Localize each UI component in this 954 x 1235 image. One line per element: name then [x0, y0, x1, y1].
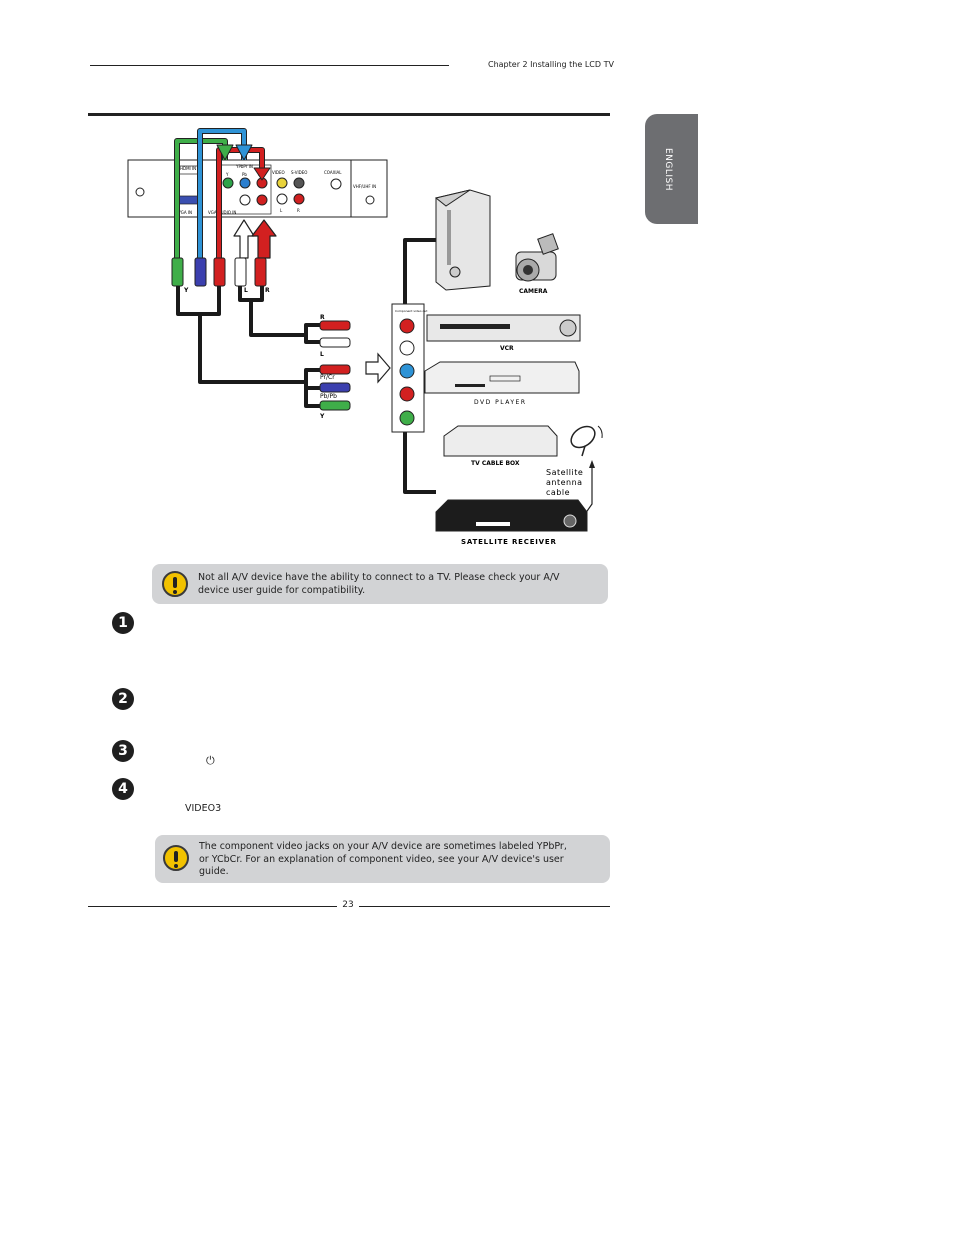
step4-video3-text: VIDEO3: [185, 803, 222, 814]
game-console-icon: [434, 189, 491, 291]
note2-line3: guide.: [199, 866, 229, 877]
vhf-label: VHF/UHF IN: [353, 184, 376, 189]
jack-y: [222, 177, 234, 189]
cable-pr-label: Pr/Cr: [320, 374, 335, 381]
video-label: VIDEO: [272, 170, 285, 175]
note1-line2: device user guide for compatibility.: [198, 584, 366, 596]
plug-l-label: L: [244, 287, 248, 294]
step-2-marker: 2: [112, 688, 134, 710]
l2-label: L: [280, 208, 283, 213]
antenna-label-2: antenna: [546, 478, 583, 487]
cable-box-icon: TV CABLE BOX: [443, 425, 558, 467]
note-box-compatibility: Not all A/V device have the ability to c…: [152, 564, 608, 604]
jack-antenna: [365, 195, 375, 205]
into-device-arrow: [365, 352, 391, 384]
cable-bundles: [176, 238, 436, 494]
vga-audio-label: VGA AUDIO IN: [208, 210, 236, 215]
antenna-label-3: cable: [546, 488, 570, 497]
hdmi-label: HDMI IN: [180, 166, 196, 171]
ypbpr-label: YPbPr IN: [235, 164, 253, 169]
jack-audio-r: [256, 194, 268, 206]
language-tab: ENGLISH: [645, 114, 698, 224]
note1-line1: Not all A/V device have the ability to c…: [198, 572, 560, 583]
cable-pb-label: Pb/Pb: [320, 393, 337, 400]
exclamation-icon: [163, 845, 189, 871]
exclamation-icon: [162, 571, 188, 597]
dvd-player-icon: DVD PLAYER: [424, 361, 580, 406]
vga-label: VGA IN: [178, 210, 192, 215]
vcr-label: VCR: [500, 345, 514, 352]
r2-label: R: [297, 208, 300, 213]
language-tab-label: ENGLISH: [663, 148, 673, 192]
power-icon: ⏻: [206, 754, 215, 767]
jack-video: [276, 177, 288, 189]
step-4-marker: 4: [112, 778, 134, 800]
rca-plugs-device-side: R L Pr/Cr Pb/Pb Y: [319, 314, 351, 420]
coaxial-label: COAXIAL: [324, 170, 342, 175]
step-3-marker: 3: [112, 740, 134, 762]
step-1-marker: 1: [112, 612, 134, 634]
header-rule-thick: [88, 113, 610, 116]
header-rule-short: [90, 65, 449, 66]
vcr-icon: VCR: [426, 314, 581, 352]
chapter-title: Chapter 2 Installing the LCD TV: [488, 60, 614, 69]
cable-r-label: R: [320, 314, 325, 321]
svideo-label: S-VIDEO: [291, 170, 307, 175]
cable-y-label: Y: [319, 413, 325, 420]
connection-diagram: HDMI IN VGA IN YPbPr IN Y Pb Pr VGA AUDI…: [127, 128, 603, 546]
note2-line1: The component video jacks on your A/V de…: [199, 841, 567, 852]
jack-l2: [276, 193, 288, 205]
antenna-label-1: Satellite: [546, 468, 583, 477]
dvd-label: DVD PLAYER: [474, 399, 527, 406]
y-label: Y: [225, 172, 229, 177]
device-jack-panel: Component video out: [391, 303, 428, 433]
note-box-component-labels: The component video jacks on your A/V de…: [155, 835, 610, 883]
jack-svideo: [293, 177, 305, 189]
camera-label: CAMERA: [519, 288, 548, 295]
jack-r2: [293, 193, 305, 205]
cable-l-label: L: [320, 351, 324, 358]
plug-y-label: Y: [183, 287, 189, 294]
page-number: 23: [337, 900, 359, 910]
jack-pb: [239, 177, 251, 189]
satellite-receiver-icon: SATELLITE RECEIVER: [435, 499, 588, 546]
jack-panel-title: Component video out: [395, 309, 428, 313]
satellite-receiver-label: SATELLITE RECEIVER: [461, 538, 557, 546]
jack-coaxial: [330, 178, 342, 190]
note2-line2: or YCbCr. For an explanation of componen…: [199, 853, 564, 865]
plug-r-label: R: [265, 287, 270, 294]
jack-audio-l: [239, 194, 251, 206]
cable-route-arrows: [174, 128, 277, 259]
camera-icon: CAMERA: [515, 233, 559, 295]
pb-label: Pb: [242, 172, 247, 177]
cable-box-label: TV CABLE BOX: [471, 460, 520, 467]
satellite-dish-icon: Satellite antenna cable: [546, 425, 603, 515]
